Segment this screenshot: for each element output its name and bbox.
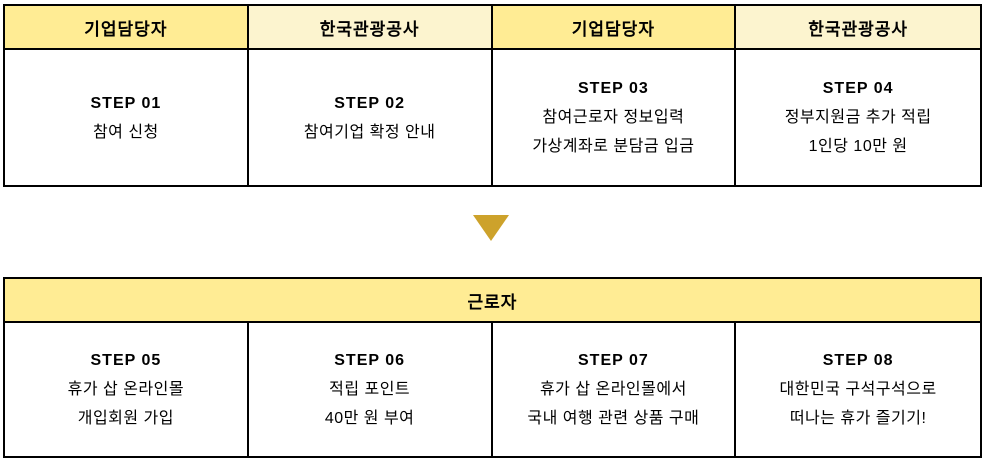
step-label: STEP 05 [90, 352, 162, 369]
step-cell-02: STEP 02 참여기업 확정 안내 [249, 50, 493, 185]
header-cell-company-manager-2: 기업담당자 [492, 6, 737, 50]
top-process-table: 기업담당자 한국관광공사 기업담당자 한국관광공사 STEP 01 참여 신청 … [3, 4, 982, 187]
step-cell-01: STEP 01 참여 신청 [5, 50, 249, 185]
step-description-line: 휴가 삽 온라인몰 [67, 381, 185, 398]
step-description-line: 적립 포인트 [329, 381, 411, 398]
step-cell-03: STEP 03 참여근로자 정보입력 가상계좌로 분담금 입금 [493, 50, 737, 185]
step-cell-04: STEP 04 정부지원금 추가 적립 1인당 10만 원 [736, 50, 980, 185]
step-description-line: 1인당 10만 원 [808, 138, 908, 155]
header-cell-kto-2: 한국관광공사 [736, 6, 980, 50]
step-description-line: 참여기업 확정 안내 [303, 123, 436, 141]
step-cell-05: STEP 05 휴가 삽 온라인몰 개입회원 가입 [5, 323, 249, 456]
step-label: STEP 04 [822, 80, 894, 97]
step-description-line: 휴가 삽 온라인몰에서 [539, 381, 687, 398]
step-cell-06: STEP 06 적립 포인트 40만 원 부여 [249, 323, 493, 456]
step-description-line: 40만 원 부여 [324, 410, 415, 427]
header-cell-worker: 근로자 [5, 279, 980, 323]
bottom-process-table: 근로자 STEP 05 휴가 삽 온라인몰 개입회원 가입 STEP 06 적립… [3, 277, 982, 458]
step-label: STEP 01 [90, 94, 162, 112]
step-label: STEP 07 [578, 352, 649, 369]
step-label: STEP 02 [334, 94, 405, 112]
step-cell-08: STEP 08 대한민국 구석구석으로 떠나는 휴가 즐기기! [736, 323, 980, 456]
step-label: STEP 06 [334, 352, 405, 369]
header-cell-kto-1: 한국관광공사 [248, 6, 493, 50]
down-arrow-icon [473, 215, 509, 241]
step-description-line: 국내 여행 관련 상품 구매 [527, 410, 700, 427]
step-description-line: 정부지원금 추가 적립 [784, 109, 932, 126]
step-cell-07: STEP 07 휴가 삽 온라인몰에서 국내 여행 관련 상품 구매 [493, 323, 737, 456]
header-cell-company-manager-1: 기업담당자 [5, 6, 249, 50]
step-description-line: 가상계좌로 분담금 입금 [532, 138, 695, 155]
step-description-line: 참여근로자 정보입력 [542, 109, 685, 126]
step-description-line: 대한민국 구석구석으로 [779, 381, 937, 398]
step-label: STEP 03 [578, 80, 649, 97]
step-label: STEP 08 [822, 352, 894, 369]
step-description-line: 개입회원 가입 [77, 410, 174, 427]
step-description-line: 참여 신청 [92, 123, 159, 141]
step-description-line: 떠나는 휴가 즐기기! [789, 410, 927, 427]
